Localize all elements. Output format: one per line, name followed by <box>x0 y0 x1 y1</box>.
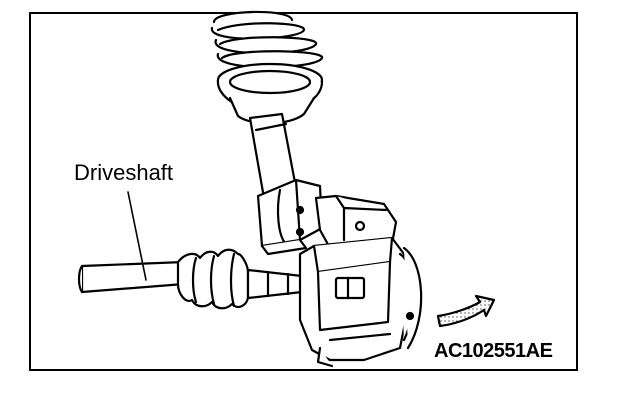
strut-bracket <box>256 178 324 256</box>
coil-spring <box>210 10 324 69</box>
knuckle-upper <box>314 194 398 252</box>
brake-rotor <box>398 246 423 350</box>
spring-seat <box>216 62 324 125</box>
shaft-stub <box>246 268 304 300</box>
direction-arrow <box>436 294 496 328</box>
cv-boot <box>176 248 250 310</box>
driveshaft <box>77 260 186 294</box>
figure-code: AC102551AE <box>434 340 553 362</box>
driveshaft-label: Driveshaft <box>74 160 174 185</box>
callout-leader-line <box>127 191 147 281</box>
brake-caliper <box>298 236 408 368</box>
